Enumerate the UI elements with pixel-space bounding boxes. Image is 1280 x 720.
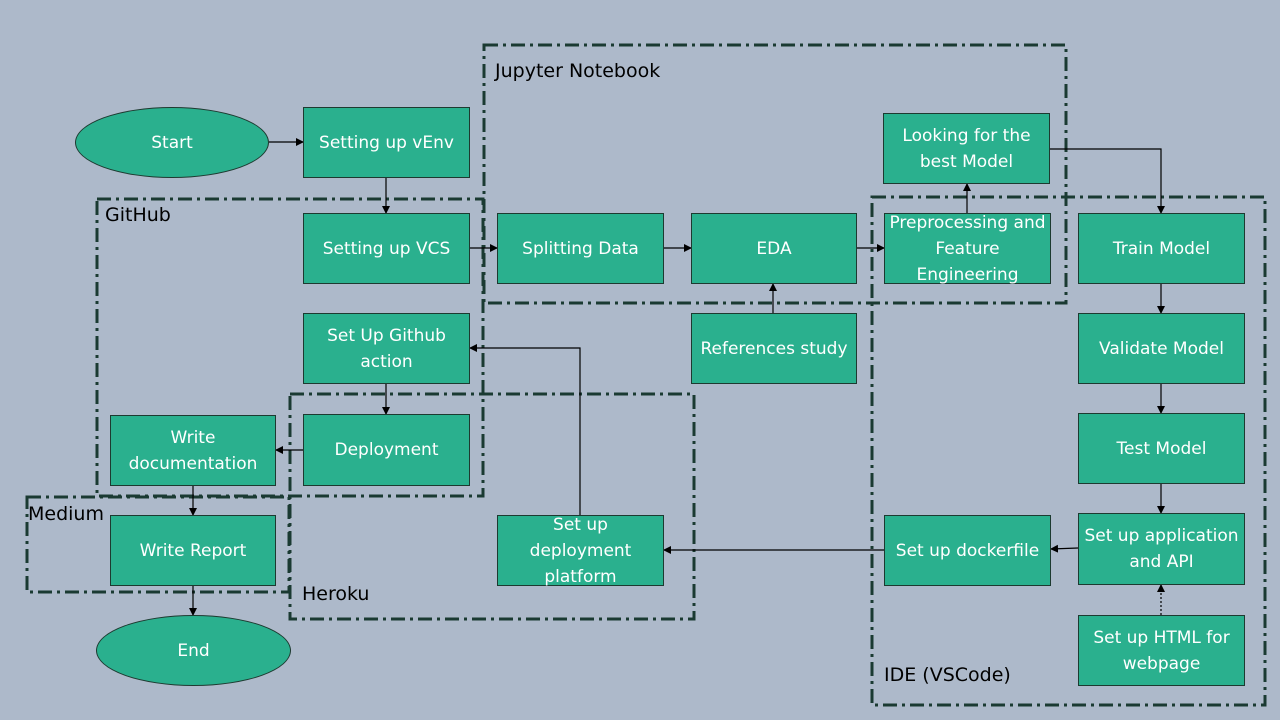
group-ide-border <box>870 195 1267 707</box>
node-github-action: Set Up Github action <box>303 313 470 384</box>
node-validate-model: Validate Model <box>1078 313 1245 384</box>
node-app-api: Set up application and API <box>1078 513 1245 585</box>
node-start: Start <box>75 107 269 178</box>
node-html-webpage: Set up HTML for webpage <box>1078 615 1245 686</box>
node-dockerfile: Set up dockerfile <box>884 515 1051 586</box>
node-write-documentation: Write documentation <box>110 415 276 486</box>
node-deployment-platform: Set up deployment platform <box>497 515 664 587</box>
group-label-heroku: Heroku <box>302 583 370 605</box>
node-setting-up-venv: Setting up vEnv <box>303 107 470 178</box>
node-splitting-data: Splitting Data <box>497 213 664 284</box>
node-eda: EDA <box>691 213 857 284</box>
group-medium-border <box>25 495 291 594</box>
arrow-app-docker <box>1050 544 1079 553</box>
node-setting-up-vcs: Setting up VCS <box>303 213 470 284</box>
arrow-deploy-ghaction <box>469 344 581 515</box>
group-label-medium: Medium <box>28 503 104 525</box>
node-deployment: Deployment <box>303 414 470 486</box>
group-label-ide: IDE (VSCode) <box>884 664 1011 686</box>
node-end: End <box>96 615 291 686</box>
node-write-report: Write Report <box>110 515 276 586</box>
arrow-best-train <box>1050 148 1165 214</box>
node-best-model: Looking for the best Model <box>883 113 1050 184</box>
group-label-github: GitHub <box>105 204 171 226</box>
group-jupyter-border <box>482 43 1068 305</box>
node-references-study: References study <box>691 313 857 384</box>
node-train-model: Train Model <box>1078 213 1245 284</box>
node-preprocessing: Preprocessing and Feature Engineering <box>884 213 1051 285</box>
node-test-model: Test Model <box>1078 413 1245 484</box>
group-label-jupyter: Jupyter Notebook <box>495 60 661 82</box>
